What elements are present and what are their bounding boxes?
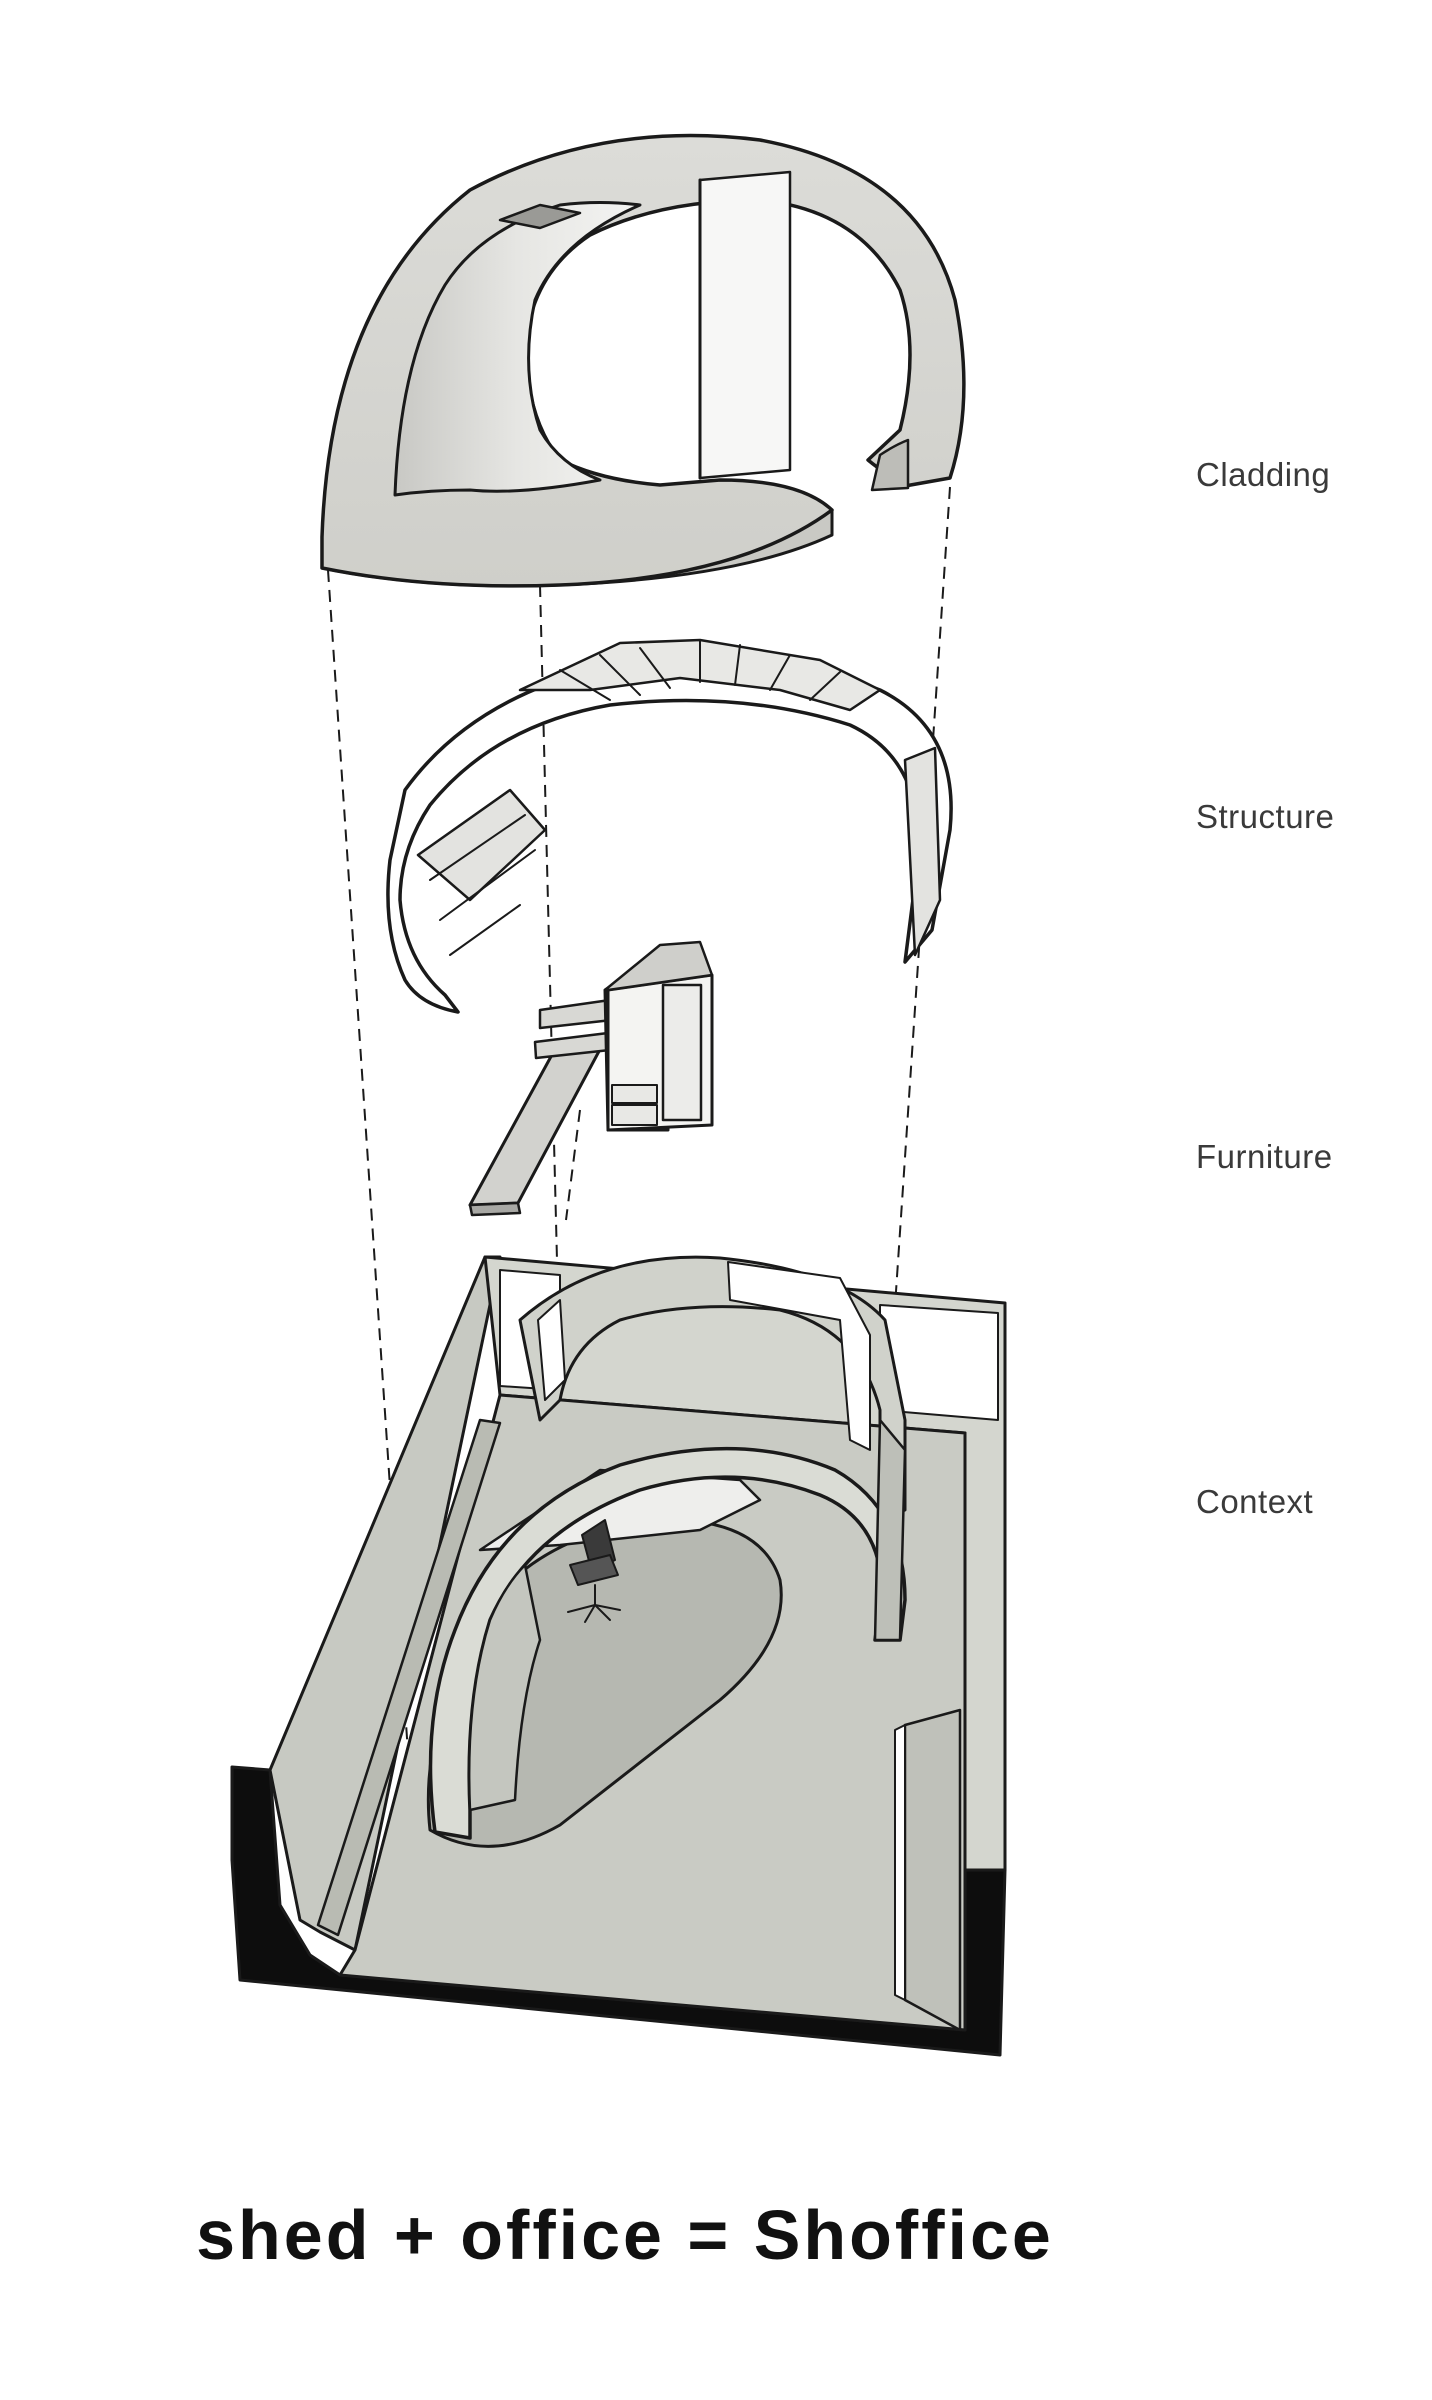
cladding-shell <box>320 133 966 588</box>
cladding-skylight <box>498 203 582 230</box>
context-pod-right-post <box>873 1418 907 1642</box>
cladding-door-opening <box>698 170 792 480</box>
context-left-skirting <box>316 1418 502 1937</box>
structure-rib-5 <box>734 644 741 686</box>
furniture-cabinet-top <box>603 940 714 992</box>
furniture-drawer-lower <box>611 1104 658 1126</box>
cladding-end-return <box>870 438 910 492</box>
label-cladding: Cladding <box>1196 456 1331 493</box>
label-context: Context <box>1196 1483 1314 1520</box>
structure-rib-6 <box>769 654 791 691</box>
structure-frame <box>386 638 953 1014</box>
label-furniture: Furniture <box>1196 1138 1333 1175</box>
structure-rib-3 <box>639 647 671 689</box>
structure-left-rib-1 <box>429 814 526 881</box>
structure-left-rib-2 <box>439 849 536 921</box>
projection-line-1 <box>327 569 413 1813</box>
furniture-desk <box>468 1038 607 1207</box>
context-right-door <box>903 1708 962 2032</box>
chair-leg-1 <box>567 1604 596 1613</box>
furniture-desk-edge <box>468 1201 522 1217</box>
context-pod-inner-wall <box>467 1563 542 1812</box>
chair-seat-icon <box>569 1554 619 1586</box>
structure-rib-1 <box>559 669 611 701</box>
structure-rib-lines <box>559 639 841 701</box>
structure-left-rib-3 <box>449 904 521 956</box>
chair-leg-4 <box>594 1604 611 1621</box>
context-pod-rear-opening-right <box>727 1261 871 1451</box>
label-structure: Structure <box>1196 798 1335 835</box>
furniture-drawer-upper <box>611 1084 658 1104</box>
structure-right-post <box>903 746 942 957</box>
projection-line-4 <box>565 1109 581 1221</box>
context-office-chair <box>567 1519 621 1623</box>
cladding-inner-surface <box>393 201 642 497</box>
context-room <box>230 1255 1007 2057</box>
structure-rib-7 <box>809 671 841 701</box>
context-right-door-frame <box>894 1724 906 2001</box>
diagram-caption: shed + office = Shoffice <box>196 2196 1054 2274</box>
context-pod-rear-opening-left <box>537 1299 566 1401</box>
furniture-shelf-top <box>538 998 614 1030</box>
furniture-cabinet-door <box>661 983 703 1122</box>
chair-leg-2 <box>594 1604 621 1611</box>
structure-rib-2 <box>599 654 641 696</box>
chair-leg-3 <box>584 1604 596 1623</box>
furniture-group <box>468 940 714 1217</box>
